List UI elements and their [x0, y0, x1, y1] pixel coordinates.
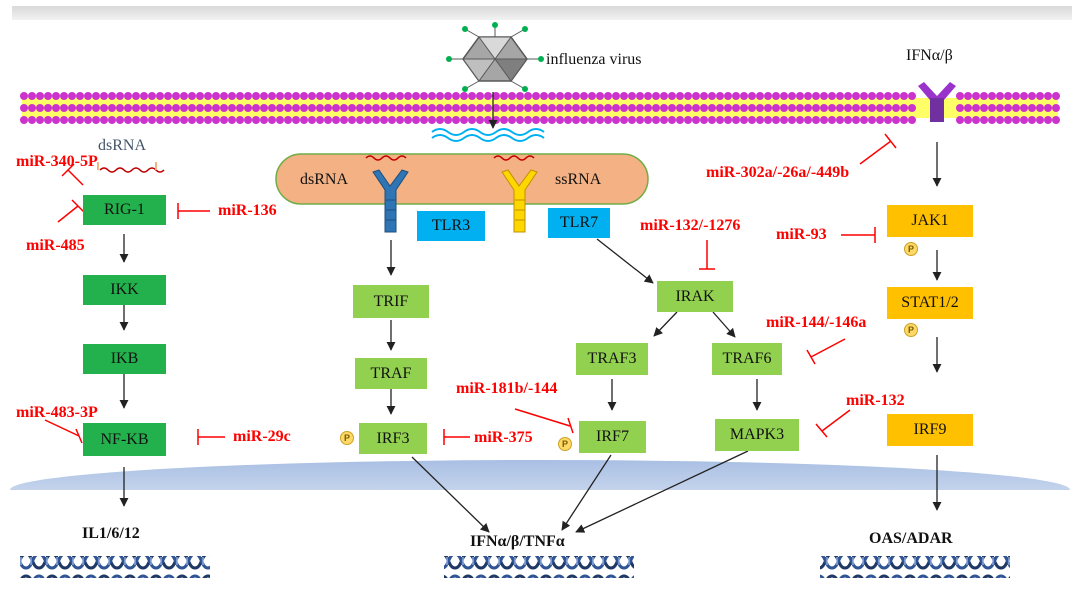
mirna-29c: miR-29c [233, 428, 291, 445]
dna-helix-icon [20, 556, 210, 578]
node-ikk: IKK [83, 275, 166, 305]
dna-helix-icon [444, 556, 634, 578]
mirna-483-3p: miR-483-3P [16, 404, 98, 421]
endosome-ssrna-label: ssRNA [555, 171, 602, 188]
ifn-receptor-label: IFNα/β [906, 47, 953, 64]
node-traf: TRAF [355, 358, 427, 389]
mirna-375: miR-375 [474, 429, 533, 446]
mirna-485: miR-485 [26, 237, 85, 254]
endosome-dsrna-label: dsRNA [300, 171, 349, 188]
endosome [275, 153, 649, 205]
tlr7-receptor-icon [501, 169, 538, 233]
activation-arrows [119, 92, 942, 533]
viral-rna-strand [431, 128, 545, 136]
node-irak: IRAK [657, 281, 733, 312]
inhibition-lines [44, 133, 897, 445]
mirna-181b-144: miR-181b/-144 [456, 380, 558, 397]
dna-helix-icon [820, 556, 1010, 578]
node-stat12: STAT1/2 [887, 287, 973, 319]
dsrna-label: dsRNA [98, 137, 147, 154]
phosphate-icon: P [904, 242, 918, 256]
node-irf7: IRF7 [579, 421, 646, 453]
mirna-144-146a: miR-144/-146a [766, 314, 867, 331]
node-mapk3: MAPK3 [715, 419, 799, 451]
node-traf6: TRAF6 [712, 343, 782, 375]
node-irf3: IRF3 [359, 423, 427, 454]
node-trif: TRIF [353, 285, 429, 318]
node-traf3: TRAF3 [576, 343, 648, 375]
receptor-icon [918, 82, 956, 122]
node-tlr3: TLR3 [417, 211, 485, 241]
virus-icon [446, 22, 544, 92]
mirna-302a-26a-449b: miR-302a/-26a/-449b [706, 164, 850, 181]
tlr3-receptor-icon [372, 169, 409, 233]
cell-membrane [20, 92, 1060, 124]
output-ifn-tnf: IFNα/β/TNFα [470, 533, 565, 550]
output-oas-adar: OAS/ADAR [869, 530, 953, 547]
mirna-93: miR-93 [776, 226, 827, 243]
node-irf9: IRF9 [887, 414, 973, 446]
node-jak1: JAK1 [887, 205, 973, 237]
phosphate-icon: P [904, 323, 918, 337]
output-il: IL1/6/12 [82, 525, 140, 542]
mirna-340-5p: miR-340-5P [16, 153, 98, 170]
virus-label: influenza virus [546, 51, 642, 68]
top-bar [12, 6, 1072, 20]
node-tlr7: TLR7 [548, 208, 610, 238]
endosome-ssrna-ligand [493, 155, 535, 161]
endosome-dsrna-ligand [365, 155, 407, 161]
node-ikb: IKB [83, 344, 166, 374]
mirna-132-1276: miR-132/-1276 [640, 217, 741, 234]
node-nfkb: NF-KB [83, 423, 166, 456]
mirna-132: miR-132 [846, 392, 905, 409]
phosphate-icon: P [340, 431, 354, 445]
dsrna-ligand [99, 167, 165, 173]
node-rig1: RIG-1 [83, 195, 166, 225]
phosphate-icon: P [558, 437, 572, 451]
mirna-136: miR-136 [218, 202, 277, 219]
